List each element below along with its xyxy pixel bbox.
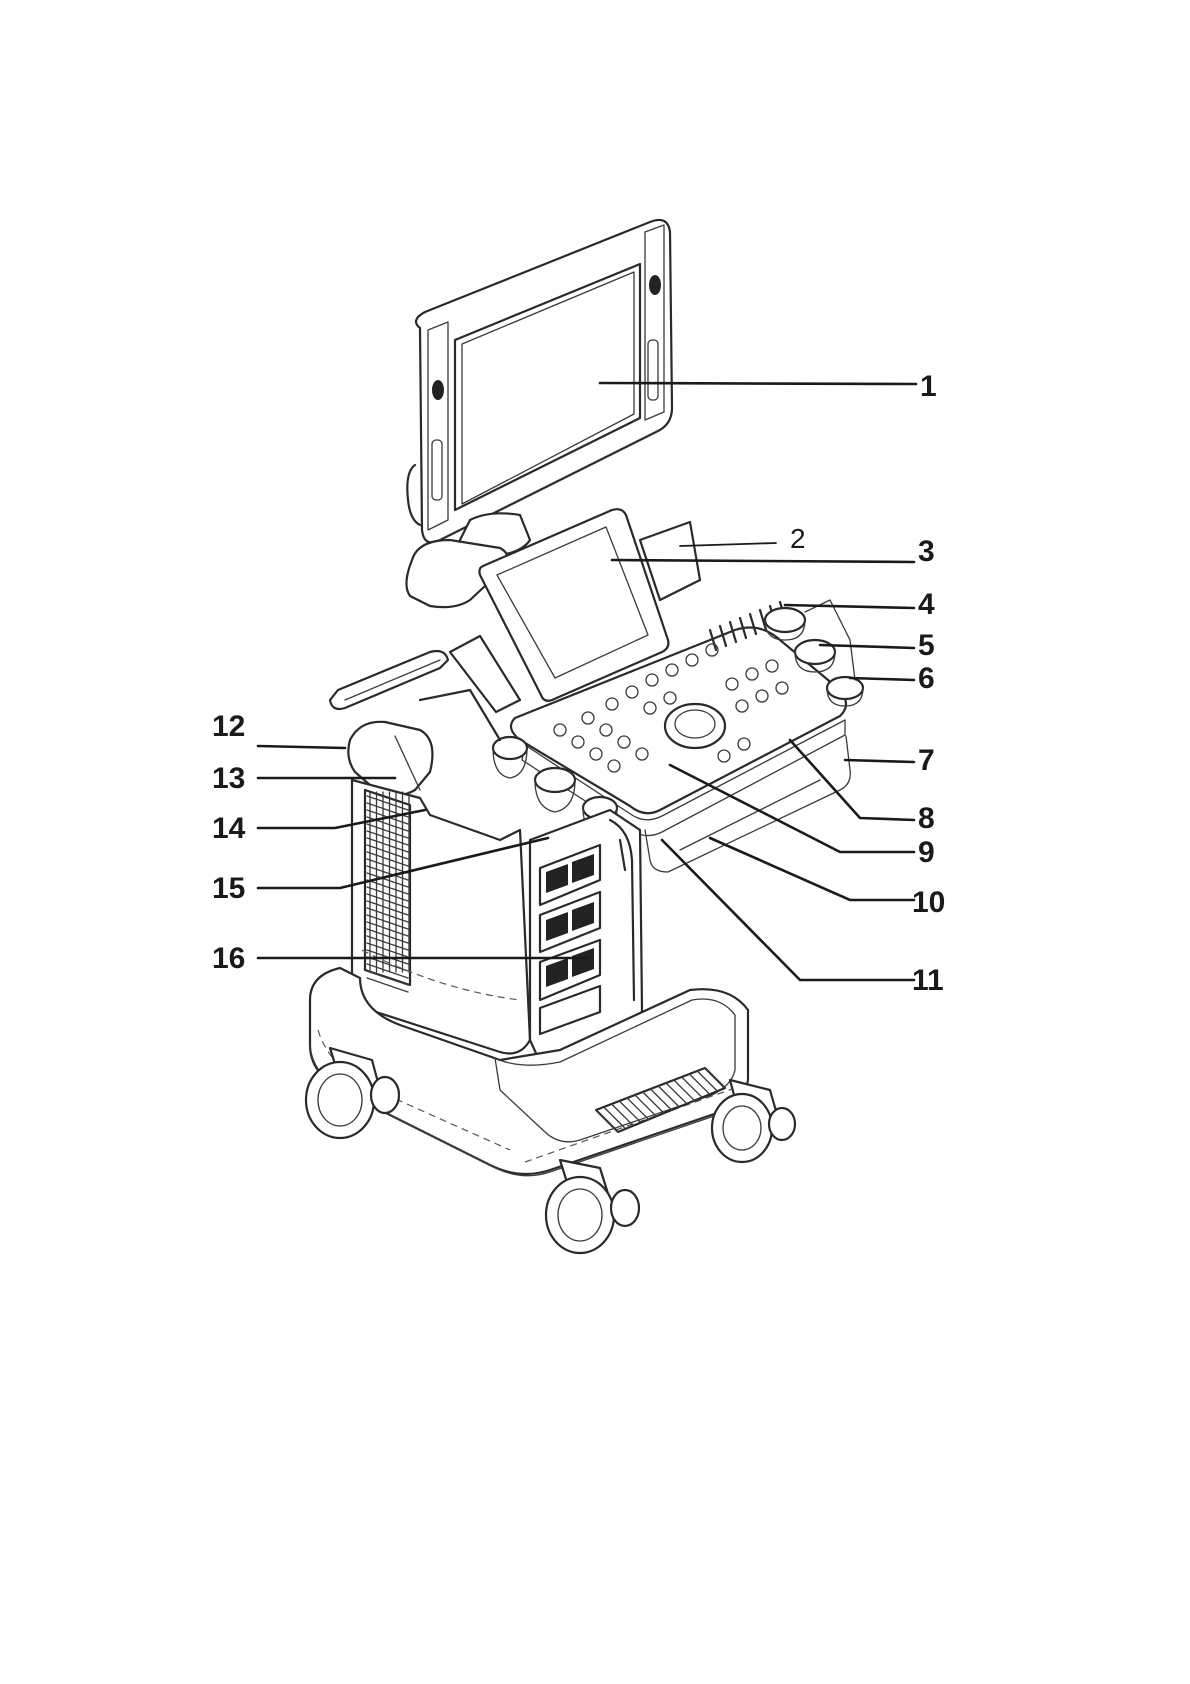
callout-1: 1	[920, 370, 937, 403]
callout-7: 7	[918, 744, 935, 777]
callout-12: 12	[212, 710, 245, 743]
callout-6: 6	[918, 662, 935, 695]
leader-line-10	[710, 838, 914, 900]
callout-14: 14	[212, 812, 246, 845]
callout-9: 9	[918, 836, 935, 869]
callout-4: 4	[918, 588, 935, 621]
control-panel	[450, 509, 850, 872]
callout-15: 15	[212, 872, 245, 905]
speaker-left-icon	[432, 380, 444, 400]
callout-3: 3	[918, 535, 935, 568]
callout-16: 16	[212, 942, 245, 975]
leader-line-11	[662, 840, 914, 980]
main-body	[352, 780, 642, 1062]
callout-13: 13	[212, 762, 245, 795]
callout-5: 5	[918, 629, 935, 662]
speaker-right-icon	[649, 275, 661, 295]
leader-line-7	[845, 760, 914, 762]
leader-line-1	[600, 383, 916, 384]
leader-line-4	[785, 605, 914, 608]
leader-line-8	[790, 740, 914, 820]
callout-10: 10	[912, 886, 945, 919]
caster-wheel-front-left	[546, 1160, 639, 1253]
callout-11: 11	[912, 964, 944, 997]
callout-8: 8	[918, 802, 935, 835]
leader-line-12	[258, 746, 345, 748]
leader-line-6	[850, 678, 914, 680]
callout-2: 2	[790, 523, 806, 554]
